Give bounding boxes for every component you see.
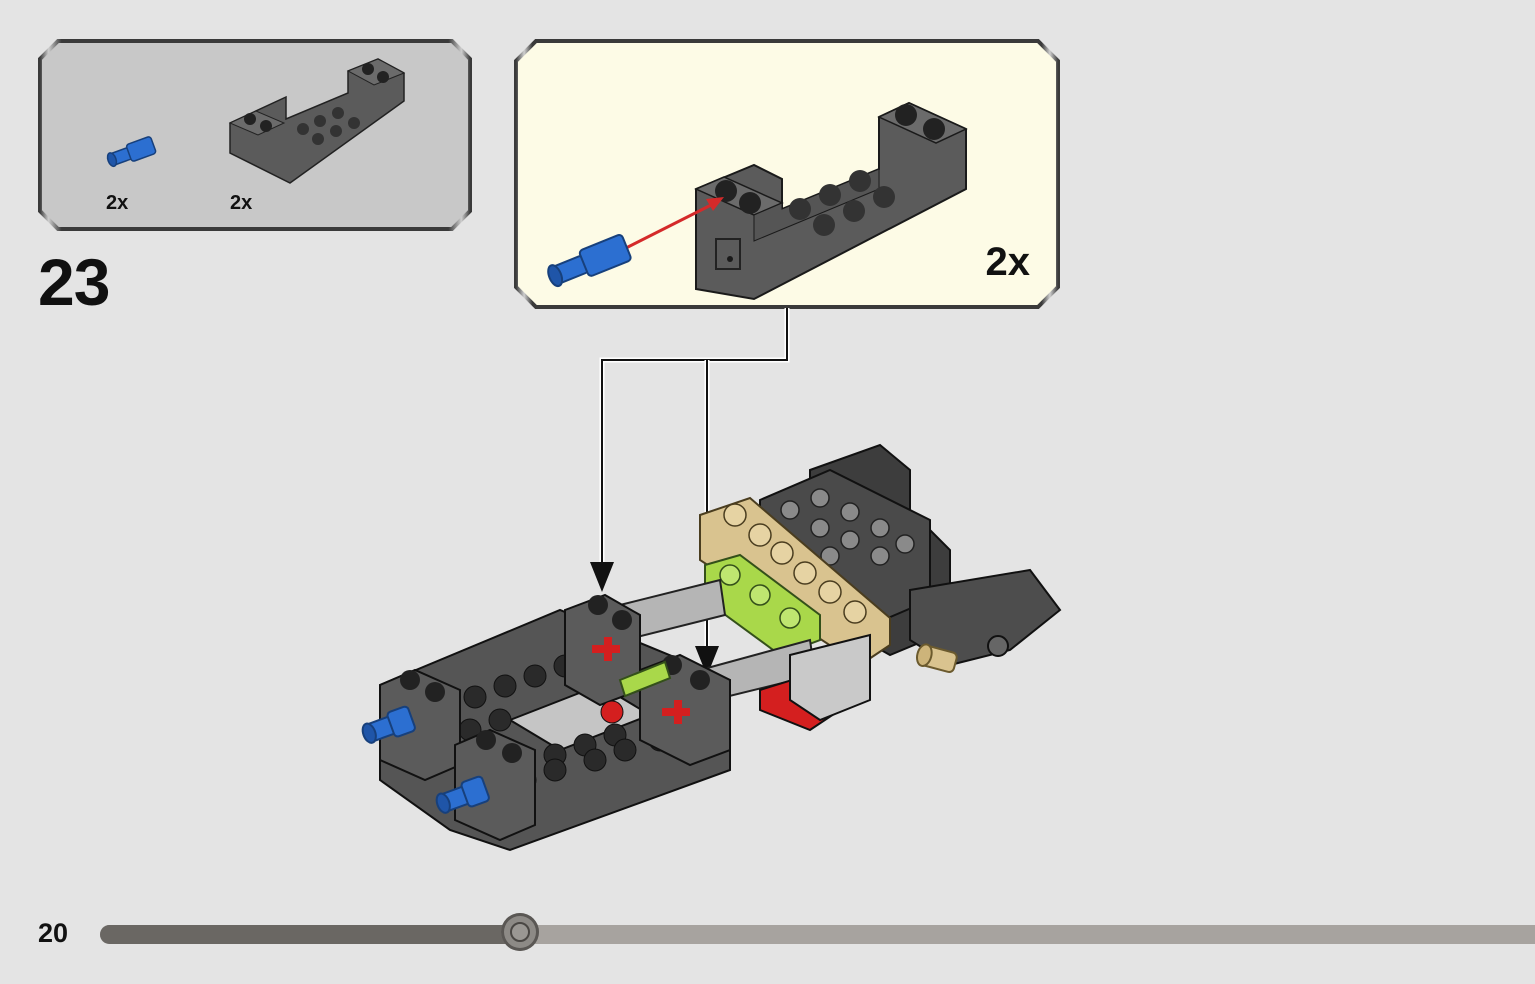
progress-bar[interactable]: [100, 925, 1535, 944]
page-number: 20: [38, 918, 69, 948]
placement-arrow-left: [590, 562, 614, 592]
progress-thumb[interactable]: [501, 913, 540, 951]
sub-assembly-quantity: 2x: [985, 240, 1031, 284]
dark-gray-brick-icon: [694, 101, 968, 301]
pin-quantity: 2x: [106, 192, 129, 214]
parts-list-frame: [38, 39, 472, 231]
blue-axle-pin-icon: [361, 705, 416, 744]
sub-assembly-frame: [514, 39, 1060, 309]
tan-pin-icon: [916, 643, 958, 673]
placement-arrow-right: [695, 646, 719, 676]
blue-axle-pin-icon: [106, 136, 157, 168]
blue-axle-pin-icon: [547, 234, 632, 288]
parts-list-callout: 2x 2x: [38, 39, 472, 231]
step-number: 23: [38, 245, 110, 319]
insert-arrow: [623, 199, 720, 251]
brick-quantity: 2x: [230, 192, 253, 214]
progress-fill: [100, 925, 521, 944]
blue-axle-pin-icon: [435, 775, 490, 814]
insert-arrow-head: [706, 197, 724, 211]
sub-assembly-callout: 2x: [514, 39, 1060, 309]
dark-gray-brick-icon: [228, 58, 406, 184]
model-assembly: [361, 443, 1062, 852]
